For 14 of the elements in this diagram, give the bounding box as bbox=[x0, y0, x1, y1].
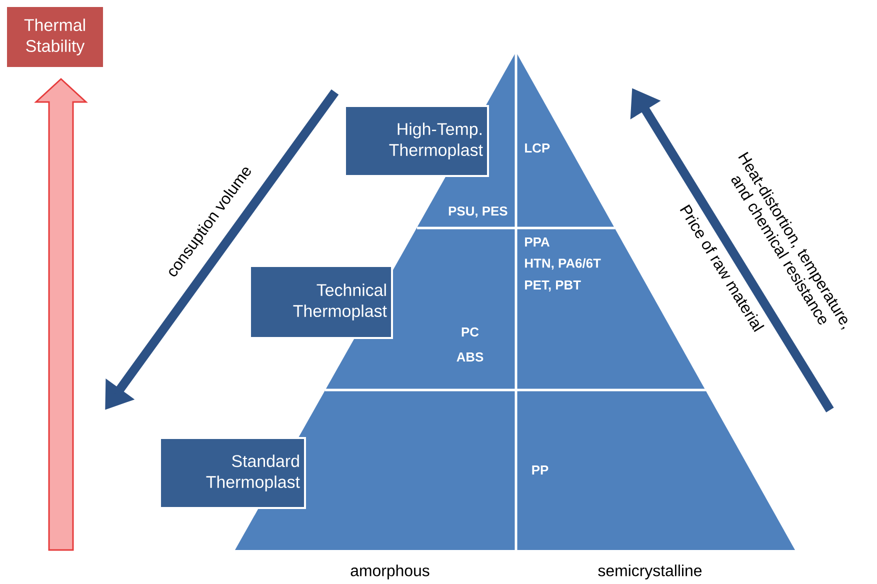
material-label: PP bbox=[532, 466, 548, 474]
axis-label: amorphous bbox=[350, 564, 430, 580]
category-box: Standard Thermoplast bbox=[159, 437, 306, 509]
category-box: High-Temp. Thermoplast bbox=[344, 105, 489, 177]
material-label: PET, PBT bbox=[525, 280, 581, 292]
category-box: Technical Thermoplast bbox=[249, 265, 393, 339]
material-label: PSU, PES bbox=[448, 206, 508, 218]
material-label: LCP bbox=[525, 143, 550, 153]
material-label: PPA bbox=[525, 238, 550, 246]
thermal-stability-box: Thermal Stability bbox=[5, 5, 105, 69]
material-label: PC bbox=[462, 327, 479, 337]
material-label: ABS bbox=[456, 352, 484, 362]
axis-label: semicrystalline bbox=[598, 564, 702, 580]
material-label: HTN, PA6/6T bbox=[525, 258, 601, 270]
